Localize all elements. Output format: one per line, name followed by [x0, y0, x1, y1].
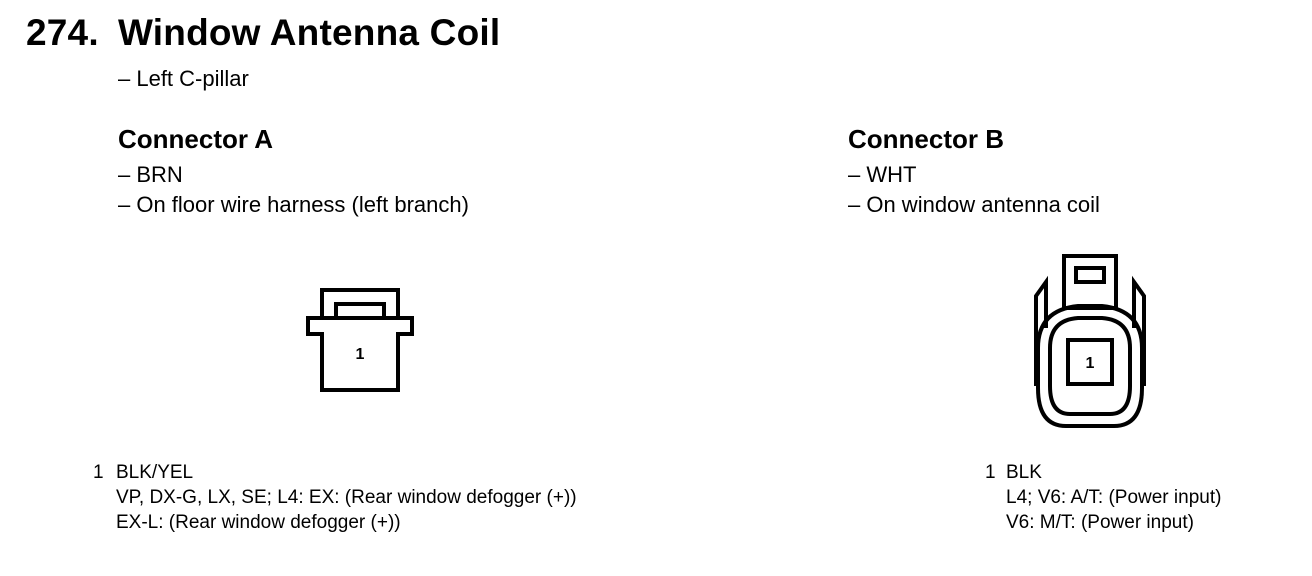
- connector-a-heading: Connector A: [118, 124, 274, 154]
- component-location: – Left C-pillar: [118, 66, 249, 91]
- connector-b-heading: Connector B: [848, 124, 1004, 154]
- connector-a-pin-number: 1: [93, 462, 104, 483]
- connector-a-pin-note: EX-L: (Rear window defogger (+)): [116, 512, 401, 533]
- page-title: Window Antenna Coil: [118, 12, 501, 53]
- connector-b-location: – On window antenna coil: [848, 192, 1100, 217]
- connector-b-pin-note: V6: M/T: (Power input): [1006, 512, 1194, 533]
- connector-b-color: – WHT: [848, 162, 917, 187]
- connector-a-pin-note: VP, DX-G, LX, SE; L4: EX: (Rear window d…: [116, 487, 577, 508]
- connector-a-diagram: 1: [306, 288, 414, 392]
- connector-b-pin-number: 1: [985, 462, 996, 483]
- connector-a-color: – BRN: [118, 162, 183, 187]
- connector-a-pin-wire: BLK/YEL: [116, 462, 194, 483]
- connector-a-location: – On floor wire harness (left branch): [118, 192, 469, 217]
- connector-b-diagram: 1: [1034, 254, 1146, 428]
- page-number: 274.: [26, 12, 99, 53]
- connector-a-pin-label: 1: [356, 346, 365, 363]
- connector-b-pin-label: 1: [1086, 355, 1095, 372]
- connector-b-pin-note: L4; V6: A/T: (Power input): [1006, 487, 1222, 508]
- connector-b-pin-wire: BLK: [1006, 462, 1042, 483]
